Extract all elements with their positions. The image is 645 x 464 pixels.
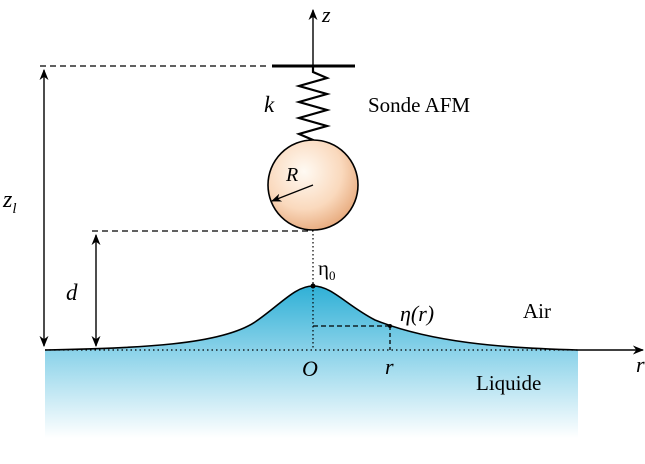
- air-label: Air: [523, 299, 551, 323]
- probe-label: Sonde AFM: [368, 93, 470, 117]
- r-axis-label: r: [636, 352, 645, 377]
- liquid-body: [45, 286, 578, 438]
- zl-label: zl: [2, 187, 17, 217]
- spring: [294, 66, 332, 151]
- spring-constant-label: k: [264, 92, 275, 117]
- eta-r-label: η(r): [400, 301, 434, 326]
- eta0-main: η: [318, 256, 329, 280]
- radius-label: R: [285, 164, 298, 186]
- eta-r-point: [388, 324, 392, 328]
- r-mark-label: r: [385, 354, 394, 379]
- z-axis-label: z: [321, 2, 331, 27]
- d-label: d: [66, 280, 78, 305]
- zl-subscript: l: [12, 201, 16, 217]
- eta0-point: [310, 283, 316, 289]
- zl-main: z: [2, 187, 13, 213]
- liquid-label: Liquide: [476, 371, 541, 395]
- radius-arrow: [271, 184, 314, 202]
- eta0-subscript: 0: [329, 268, 336, 283]
- eta0-label: η0: [318, 256, 335, 283]
- origin-label: O: [302, 356, 318, 381]
